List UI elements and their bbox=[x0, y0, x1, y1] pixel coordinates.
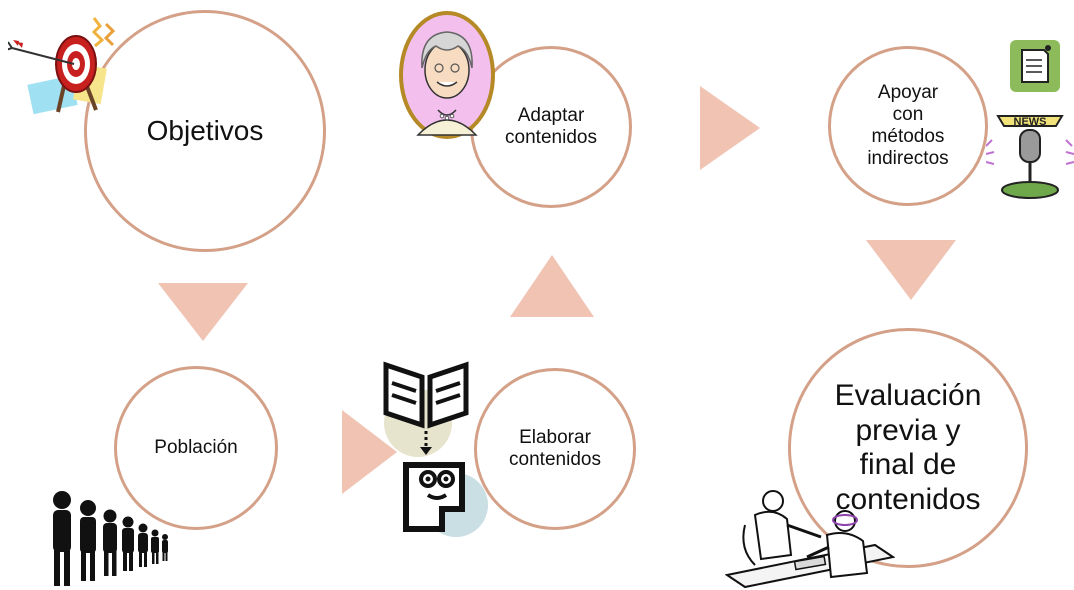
target-clipart-icon bbox=[8, 17, 116, 115]
arrow-apoyar-to-evaluacion bbox=[866, 240, 956, 300]
people-row-icon bbox=[53, 491, 168, 586]
arrow-elaborar-to-adaptar bbox=[510, 255, 594, 317]
node-apoyar-label: Apoyar con métodos indirectos bbox=[867, 82, 949, 169]
node-evaluacion-label: Evaluación previa y final de contenidos bbox=[834, 379, 982, 516]
arrow-objetivos-to-poblacion bbox=[158, 283, 248, 341]
node-elaborar: Elaborar contenidos bbox=[474, 368, 636, 530]
grandmother-portrait-icon bbox=[399, 11, 495, 139]
node-evaluacion: Evaluación previa y final de contenidos bbox=[788, 328, 1028, 568]
document-note-icon bbox=[1010, 40, 1060, 92]
news-label: NEWS bbox=[1014, 116, 1047, 128]
node-poblacion: Población bbox=[114, 366, 278, 530]
node-objetivos: Objetivos bbox=[84, 10, 326, 252]
meeting-desk-icon bbox=[725, 490, 895, 589]
news-microphone-icon: NEWS bbox=[986, 115, 1074, 199]
node-elaborar-label: Elaborar contenidos bbox=[509, 427, 601, 470]
arrow-adaptar-to-apoyar bbox=[700, 86, 760, 170]
book-reader-icon bbox=[383, 361, 488, 537]
node-adaptar: Adaptar contenidos bbox=[470, 46, 632, 208]
node-apoyar: Apoyar con métodos indirectos bbox=[828, 46, 988, 206]
node-adaptar-label: Adaptar contenidos bbox=[505, 105, 597, 148]
node-objetivos-label: Objetivos bbox=[146, 114, 264, 146]
node-poblacion-label: Población bbox=[154, 437, 238, 459]
